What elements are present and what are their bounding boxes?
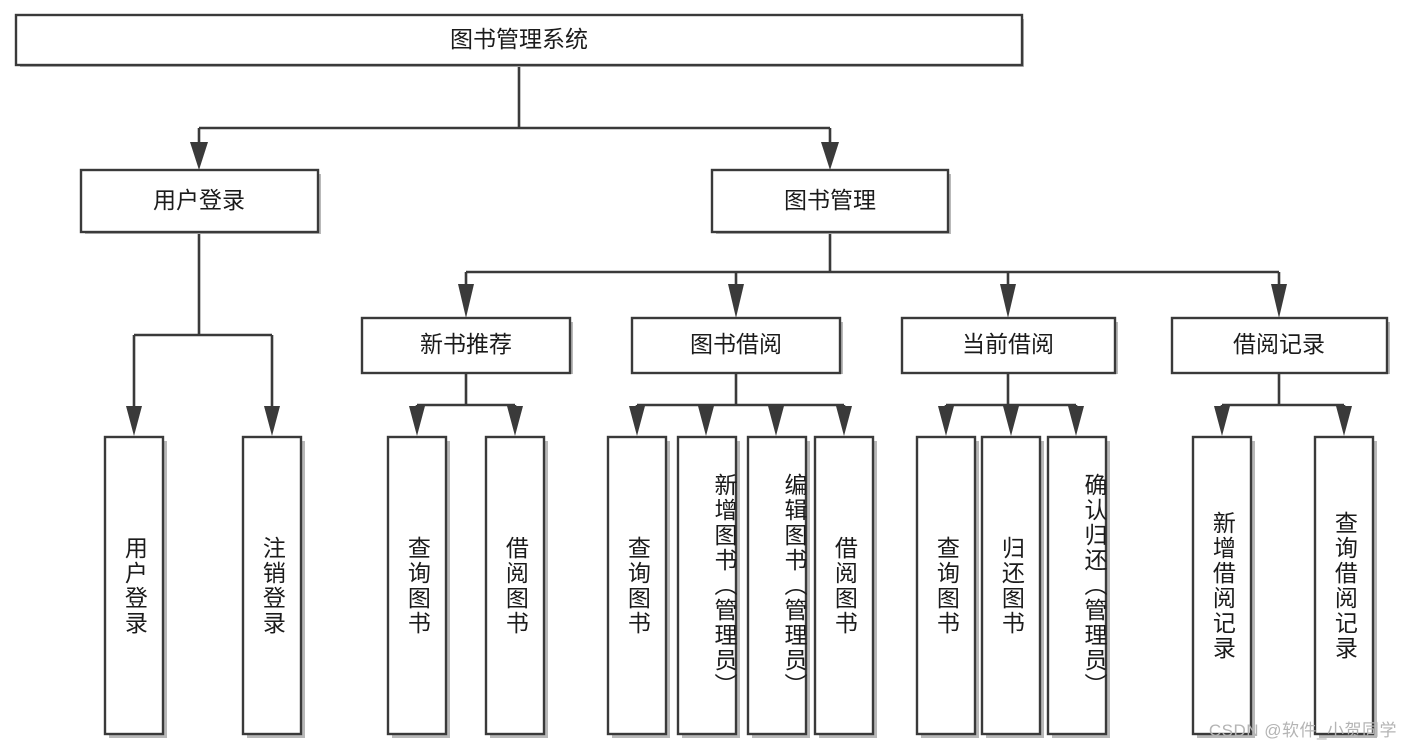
connector-group-borrow-record xyxy=(1214,373,1352,436)
connector-group-root xyxy=(190,66,839,170)
arrow-head-bookborrow xyxy=(728,284,744,318)
arrow-head-leaf-currentborrow-3 xyxy=(1068,406,1084,436)
csdn-watermark: CSDN @软件_小贺同学 xyxy=(1208,721,1397,740)
arrow-head-login xyxy=(190,142,208,170)
leaf-user-login-2[interactable] xyxy=(241,435,305,738)
leaf-book-borrow-1-box[interactable] xyxy=(606,435,668,736)
leaf-current-borrow-2[interactable] xyxy=(980,435,1044,738)
node-new-book-recommend[interactable]: 新书推荐 xyxy=(360,316,573,375)
arrow-head-leaf-newbook-1 xyxy=(409,406,425,436)
arrow-head-bookmgmt xyxy=(821,142,839,170)
arrow-head-leaf-bookborrow-3 xyxy=(768,406,784,436)
leaf-new-book-2[interactable] xyxy=(484,435,548,738)
leaf-book-borrow-4-box[interactable] xyxy=(813,435,875,736)
connector-group-new-book xyxy=(409,373,523,436)
leaf-book-borrow-2-box[interactable] xyxy=(676,435,738,736)
node-new-book-recommend-label: 新书推荐 xyxy=(420,331,512,357)
arrow-head-leaf-bookborrow-1 xyxy=(629,406,645,436)
arrow-head-leaf-borrowrecord-2 xyxy=(1336,406,1352,436)
node-book-borrow-box[interactable] xyxy=(630,316,842,375)
node-new-book-recommend-box[interactable] xyxy=(360,316,572,375)
node-user-login[interactable]: 用户登录 xyxy=(79,168,321,234)
node-borrow-record-box[interactable] xyxy=(1170,316,1389,375)
arrow-head-newbook xyxy=(458,284,474,318)
connector-group-book-borrow xyxy=(629,373,852,436)
node-current-borrow-box[interactable] xyxy=(900,316,1117,375)
leaf-new-book-1-box[interactable] xyxy=(386,435,448,736)
leaf-borrow-record-2-box[interactable] xyxy=(1313,435,1375,736)
arrow-head-leaf-borrowrecord-1 xyxy=(1214,406,1230,436)
node-root[interactable]: 图书管理系统 xyxy=(14,13,1024,67)
leaf-user-login-2-box[interactable] xyxy=(241,435,303,736)
node-current-borrow-label: 当前借阅 xyxy=(962,331,1054,357)
leaf-borrow-record-1[interactable] xyxy=(1191,435,1255,738)
leaf-borrow-record-2[interactable] xyxy=(1313,435,1377,738)
node-root-label: 图书管理系统 xyxy=(450,26,588,52)
arrow-head-leaf-bookborrow-2 xyxy=(698,406,714,436)
arrow-head-leaf-currentborrow-1 xyxy=(938,406,954,436)
node-book-management[interactable]: 图书管理 xyxy=(710,168,951,234)
node-book-borrow-label: 图书借阅 xyxy=(690,331,782,357)
arrow-head-leaf-user-login-1 xyxy=(126,406,142,436)
connector-group-user-login xyxy=(126,233,280,436)
connector-group-book-mgmt xyxy=(458,233,1287,318)
leaf-current-borrow-3-box[interactable] xyxy=(1046,435,1108,736)
leaf-new-book-2-box[interactable] xyxy=(484,435,546,736)
arrow-head-borrowrecord xyxy=(1271,284,1287,318)
node-root-box[interactable] xyxy=(14,13,1024,67)
arrow-head-leaf-user-login-2 xyxy=(264,406,280,436)
leaf-user-login-1-box[interactable] xyxy=(103,435,165,736)
leaf-book-borrow-1[interactable] xyxy=(606,435,670,738)
leaf-current-borrow-3[interactable] xyxy=(1046,435,1110,738)
leaf-book-borrow-2[interactable] xyxy=(676,435,740,738)
node-book-management-box[interactable] xyxy=(710,168,950,234)
leaf-user-login-1[interactable] xyxy=(103,435,167,738)
node-current-borrow[interactable]: 当前借阅 xyxy=(900,316,1118,375)
leaf-borrow-record-1-box[interactable] xyxy=(1191,435,1253,736)
leaf-current-borrow-1-box[interactable] xyxy=(915,435,977,736)
arrow-head-leaf-newbook-2 xyxy=(507,406,523,436)
leaf-current-borrow-1[interactable] xyxy=(915,435,979,738)
leaf-book-borrow-3-box[interactable] xyxy=(746,435,808,736)
node-borrow-record[interactable]: 借阅记录 xyxy=(1170,316,1390,375)
node-book-borrow[interactable]: 图书借阅 xyxy=(630,316,843,375)
node-user-login-label: 用户登录 xyxy=(153,187,245,213)
leaf-new-book-1[interactable] xyxy=(386,435,450,738)
node-book-management-label: 图书管理 xyxy=(784,187,876,213)
leaf-current-borrow-2-box[interactable] xyxy=(980,435,1042,736)
arrow-head-leaf-currentborrow-2 xyxy=(1003,406,1019,436)
connector-group-current-borrow xyxy=(938,373,1084,436)
node-borrow-record-label: 借阅记录 xyxy=(1233,331,1325,357)
arrow-head-currentborrow xyxy=(1000,284,1016,318)
arrow-head-leaf-bookborrow-4 xyxy=(836,406,852,436)
leaf-book-borrow-3[interactable] xyxy=(746,435,810,738)
node-user-login-box[interactable] xyxy=(79,168,320,234)
leaf-book-borrow-4[interactable] xyxy=(813,435,877,738)
